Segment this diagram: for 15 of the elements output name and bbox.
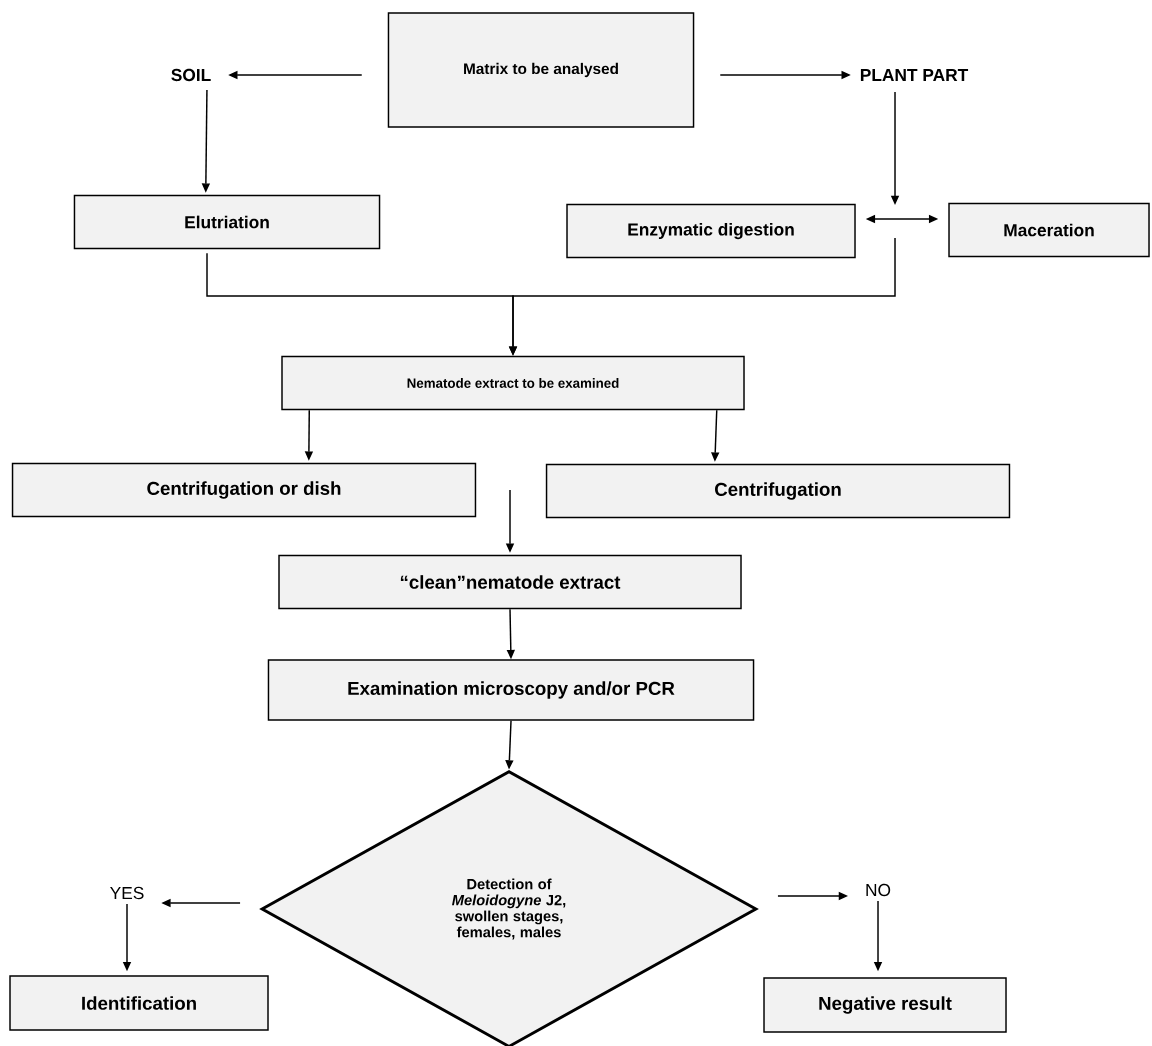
answer-label: YES xyxy=(110,886,144,900)
step-label: PLANT PART xyxy=(860,69,969,81)
process-box: Examination microscopy and/or PCR xyxy=(267,659,755,721)
process-box: Negative result xyxy=(763,977,1007,1033)
process-box: Maceration xyxy=(948,202,1150,258)
answer-label: NO xyxy=(866,883,891,897)
process-box: Matrix to be analysed xyxy=(387,12,695,128)
process-box: Centrifugation xyxy=(545,463,1011,519)
process-box: Elutriation xyxy=(73,194,381,250)
process-box: Centrifugation or dish xyxy=(11,462,477,518)
process-box: Enzymatic digestion xyxy=(566,203,856,259)
process-box: Nematode extract to be examined xyxy=(281,355,745,411)
process-box: Identification xyxy=(9,975,269,1031)
step-label: SOIL xyxy=(171,68,211,82)
process-box: “clean”nematode extract xyxy=(278,554,742,610)
